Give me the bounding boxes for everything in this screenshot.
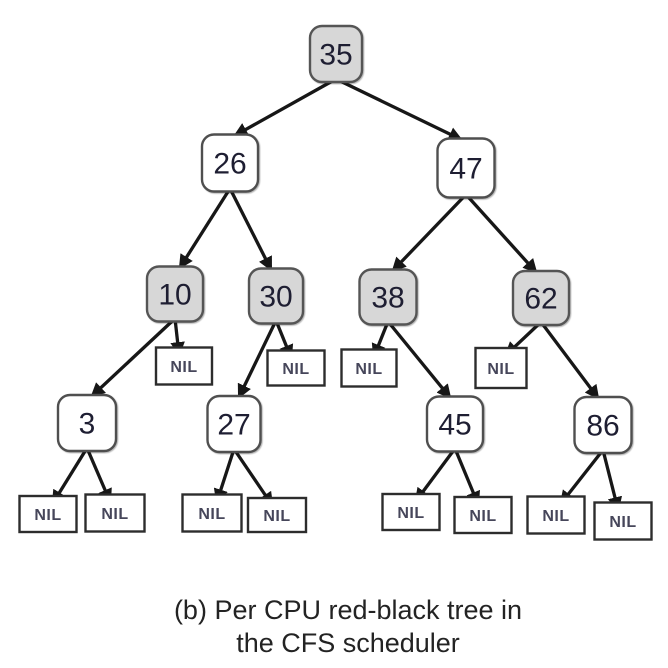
edge-47-62 <box>464 193 538 274</box>
edge-10-3 <box>90 317 177 398</box>
nil-label: NIL <box>542 508 569 525</box>
edge-45-NIL <box>453 447 480 507</box>
edge-38-45 <box>386 320 452 400</box>
nil-box <box>340 348 398 388</box>
nil-box <box>593 501 653 541</box>
node-box <box>573 395 633 455</box>
tree-node-35: 35 <box>308 24 364 84</box>
tree-node-27: 27 <box>206 394 262 454</box>
nil-label: NIL <box>170 359 197 376</box>
nil-box <box>266 349 326 387</box>
nil-leaf-nil3l: NIL <box>18 494 78 534</box>
nil-box <box>18 494 78 534</box>
node-value-label: 27 <box>217 409 250 442</box>
nil-box <box>181 493 243 533</box>
nil-leaf-nil27r: NIL <box>246 496 308 534</box>
nil-label: NIL <box>198 506 225 523</box>
tree-edges <box>51 77 623 512</box>
edge-45-NIL <box>414 447 457 503</box>
edge-27-NIL <box>232 448 274 507</box>
nil-leaf-nil38l: NIL <box>340 348 398 388</box>
node-value-label: 10 <box>158 279 191 312</box>
nil-leaf-nil86r: NIL <box>593 501 653 541</box>
nil-leaf-nil3r: NIL <box>84 493 146 533</box>
nil-leaf-nil45r: NIL <box>453 495 513 535</box>
nil-box <box>84 493 146 533</box>
nil-leaf-nil62l: NIL <box>474 346 528 390</box>
nil-label: NIL <box>469 508 496 525</box>
edge-26-30 <box>228 187 273 272</box>
edge-62-86 <box>539 321 600 400</box>
caption-line-1: (b) Per CPU red-black tree in <box>173 595 523 625</box>
node-box <box>425 395 485 453</box>
node-box-shaded <box>358 268 418 326</box>
figure-caption: (b) Per CPU red-black tree in the CFS sc… <box>14 594 668 660</box>
node-value-label: 38 <box>371 282 404 315</box>
nil-box <box>453 495 513 535</box>
nil-leaf-nil10r: NIL <box>154 346 214 386</box>
caption-line-2: the CFS scheduler <box>236 628 460 658</box>
node-box <box>436 137 496 199</box>
node-box-shaded <box>145 265 205 323</box>
nil-box <box>526 495 586 535</box>
node-box-shaded <box>247 267 305 325</box>
nil-box <box>154 346 214 386</box>
nil-label: NIL <box>355 361 382 378</box>
tree-node-86: 86 <box>573 395 633 455</box>
tree-node-62: 62 <box>511 269 571 327</box>
nil-label: NIL <box>487 361 514 378</box>
nil-label: NIL <box>397 505 424 522</box>
node-value-label: 30 <box>259 281 292 314</box>
edge-35-26 <box>233 77 337 137</box>
tree-node-26: 26 <box>200 133 260 193</box>
nil-box <box>246 496 308 534</box>
node-box-shaded <box>308 24 364 84</box>
nil-label: NIL <box>34 507 61 524</box>
node-box <box>206 394 262 454</box>
node-box <box>56 393 118 453</box>
tree-node-3: 3 <box>56 393 118 453</box>
edge-3-NIL <box>51 447 89 505</box>
nil-leaf-nil27l: NIL <box>181 493 243 533</box>
node-value-label: 47 <box>449 153 482 186</box>
nil-label: NIL <box>263 508 290 525</box>
node-value-label: 26 <box>213 148 246 181</box>
edge-86-NIL <box>559 448 605 506</box>
nil-box <box>381 492 441 532</box>
nil-leaf-nil45l: NIL <box>381 492 441 532</box>
nil-label: NIL <box>282 361 309 378</box>
tree-node-10: 10 <box>145 265 205 323</box>
tree-node-47: 47 <box>436 137 496 199</box>
node-value-label: 86 <box>586 410 619 443</box>
tree-node-45: 45 <box>425 395 485 453</box>
edge-30-27 <box>237 319 278 399</box>
edge-27-NIL <box>213 448 236 504</box>
edge-86-NIL <box>601 449 623 512</box>
edge-35-47 <box>335 77 463 141</box>
edge-47-38 <box>391 193 468 273</box>
nil-label: NIL <box>101 506 128 523</box>
nil-leaf-nil30r: NIL <box>266 349 326 387</box>
edge-3-NIL <box>85 447 112 504</box>
tree-node-30: 30 <box>247 267 305 325</box>
node-value-label: 35 <box>319 39 352 72</box>
nil-leaf-nil86l: NIL <box>526 495 586 535</box>
node-value-label: 45 <box>438 409 471 442</box>
node-box <box>200 133 260 193</box>
node-value-label: 62 <box>524 283 557 316</box>
node-value-label: 3 <box>79 408 96 441</box>
tree-node-38: 38 <box>358 268 418 326</box>
node-box-shaded <box>511 269 571 327</box>
edge-26-10 <box>178 187 232 270</box>
nil-box <box>474 346 528 390</box>
nil-label: NIL <box>609 514 636 531</box>
